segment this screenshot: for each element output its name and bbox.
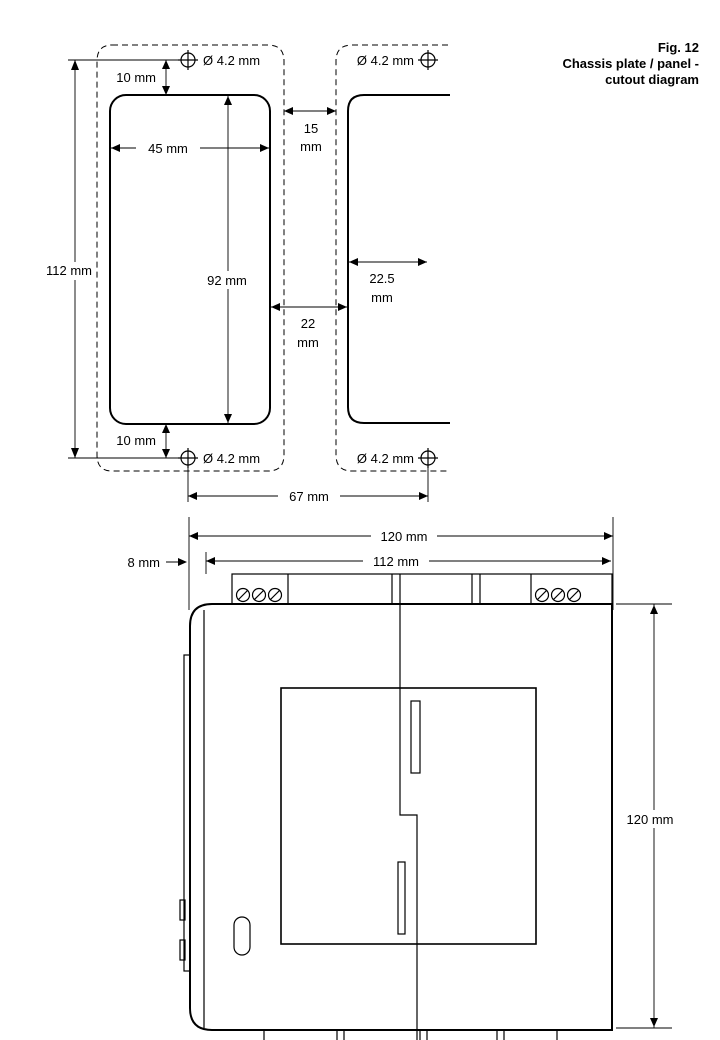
label-hole-spacing: 67 mm (289, 489, 329, 504)
slot-rectangle (109, 94, 271, 425)
label-side-offset: 8 mm (128, 555, 161, 570)
label-gap-mid-value: 22 (301, 316, 315, 331)
dimension-top-margin: 10 mm (116, 60, 170, 95)
figure-number: Fig. 12 (658, 40, 699, 55)
center-seam (399, 604, 418, 1040)
indicator-slot-lower (397, 861, 406, 935)
label-device-height: 120 mm (627, 812, 674, 827)
label-slot-height: 92 mm (207, 273, 247, 288)
hole-label-bottom-right: Ø 4.2 mm (357, 451, 414, 466)
plate-outline-left (96, 44, 285, 472)
dimension-bottom-margin: 10 mm (116, 424, 170, 458)
hole-top-right (418, 50, 438, 70)
terminal-screws-right (534, 587, 582, 603)
hole-label-bottom-left: Ø 4.2 mm (203, 451, 260, 466)
label-rail-width: 112 mm (373, 554, 419, 569)
plate-outline-right (335, 44, 448, 472)
figure-caption-line2: cutout diagram (605, 72, 699, 87)
panel-cutout: Ø 4.2 mm Ø 4.2 mm Ø 4.2 mm Ø 4.2 mm 112 … (30, 44, 450, 505)
dimension-rail-width: 112 mm (205, 552, 611, 574)
dimension-slot-width: 45 mm (111, 139, 269, 157)
dimension-gap-top: 15 mm (284, 107, 336, 154)
edge-cut-shape (347, 94, 450, 424)
label-gap-top-unit: mm (300, 139, 322, 154)
side-clip-upper (183, 654, 191, 972)
label-slot-width: 45 mm (148, 141, 188, 156)
device-front-view: 120 mm 112 mm 8 mm (128, 517, 692, 1040)
label-gap-mid-unit: mm (297, 335, 319, 350)
label-overall-height: 112 mm (46, 263, 92, 278)
oval-button (233, 916, 251, 956)
dimension-gap-mid: 22 mm (271, 303, 347, 350)
indicator-slot-upper (410, 700, 421, 774)
hole-label-top-left: Ø 4.2 mm (203, 53, 260, 68)
dimension-total-width: 120 mm (188, 517, 614, 610)
label-total-width: 120 mm (381, 529, 428, 544)
front-window (280, 687, 537, 945)
dimension-slot-height: 92 mm (196, 96, 258, 423)
terminal-screws-left (235, 587, 283, 603)
dimension-overall-height: 112 mm (30, 59, 182, 459)
figure-caption-line1: Chassis plate / panel - (562, 56, 699, 71)
side-clip-tab-2 (179, 939, 186, 961)
bottom-connectors (263, 1030, 558, 1040)
hole-label-top-right: Ø 4.2 mm (357, 53, 414, 68)
hole-bottom-right (418, 448, 438, 468)
dimension-side-offset: 8 mm (128, 555, 187, 570)
label-bottom-margin: 10 mm (116, 433, 156, 448)
label-edge-depth-value: 22.5 (369, 271, 394, 286)
device-housing (189, 603, 613, 1031)
label-edge-depth-unit: mm (371, 290, 393, 305)
dimension-edge-depth: 22.5 mm (349, 258, 427, 305)
label-gap-top-value: 15 (304, 121, 318, 136)
dimension-device-height: 120 mm (616, 603, 692, 1029)
dimension-hole-spacing: 67 mm (187, 466, 429, 505)
label-top-margin: 10 mm (116, 70, 156, 85)
side-clip-tab-1 (179, 899, 186, 921)
